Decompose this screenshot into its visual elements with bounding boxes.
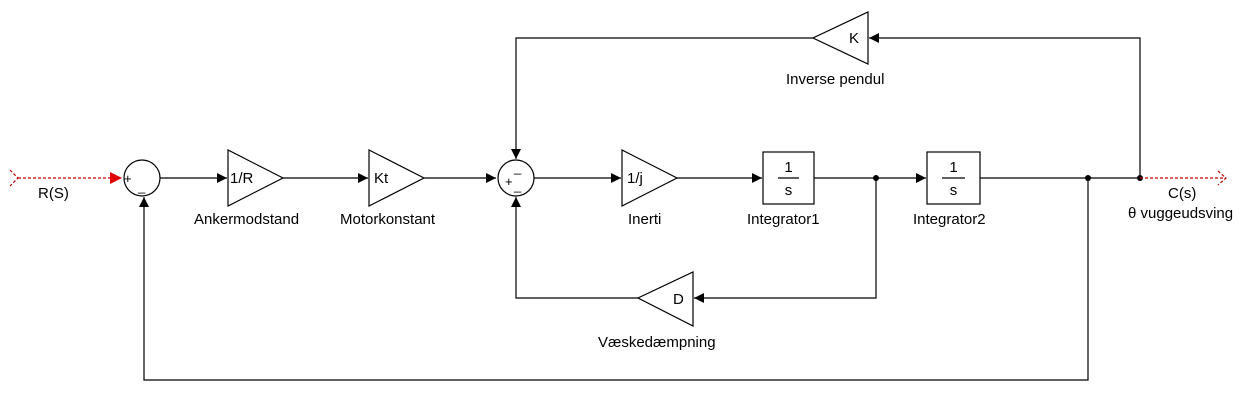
daemp-label: Væskedæmpning — [598, 334, 716, 351]
gain-block-daemp[interactable]: D — [636, 271, 694, 327]
wire-main-feedback — [139, 178, 1089, 381]
gain-block-pendul[interactable]: K — [811, 11, 869, 65]
input-port[interactable] — [9, 169, 122, 187]
wire-daemp-to-sum2 — [511, 197, 638, 299]
int1-numerator: 1 — [784, 159, 792, 176]
sum1-minus-sign: _ — [137, 179, 146, 194]
pendul-label: Inverse pendul — [786, 71, 884, 88]
output-sublabel: θ vuggeudsving — [1128, 205, 1233, 222]
output-port[interactable] — [1140, 170, 1227, 186]
sum2-minus-sign-top: _ — [513, 160, 522, 175]
daemp-gain-text: D — [673, 291, 684, 308]
sum-junction-1[interactable]: + _ — [123, 159, 161, 197]
anker-gain-text: 1/R — [230, 170, 254, 187]
inerti-gain-text: 1/j — [627, 170, 643, 187]
input-label: R(S) — [38, 185, 69, 202]
sum1-plus-sign: + — [124, 171, 132, 186]
integrator-block-1[interactable]: 1 s — [762, 151, 815, 205]
int2-numerator: 1 — [949, 159, 957, 176]
anker-label: Ankermodstand — [194, 211, 299, 228]
sum2-plus-sign: + — [505, 174, 513, 189]
pendul-gain-text: K — [849, 30, 859, 47]
wire-to-pendul — [869, 33, 1141, 178]
sum2-minus-sign-bottom: _ — [513, 178, 522, 193]
wire-pendul-to-sum2 — [511, 37, 813, 159]
motor-gain-text: Kt — [374, 170, 389, 187]
int2-label: Integrator2 — [913, 211, 986, 228]
int2-denominator: s — [950, 182, 958, 199]
gain-block-anker[interactable]: 1/R — [227, 149, 285, 207]
output-label: C(s) — [1168, 185, 1196, 202]
inerti-label: Inerti — [628, 211, 661, 228]
gain-block-inerti[interactable]: 1/j — [621, 149, 679, 207]
gain-block-motor[interactable]: Kt — [368, 149, 426, 207]
int1-label: Integrator1 — [747, 211, 820, 228]
sum-junction-2[interactable]: + _ _ — [497, 159, 535, 197]
int1-denominator: s — [785, 182, 793, 199]
wire-to-daemp — [694, 178, 877, 303]
integrator-block-2[interactable]: 1 s — [926, 151, 981, 205]
motor-label: Motorkonstant — [340, 211, 436, 228]
